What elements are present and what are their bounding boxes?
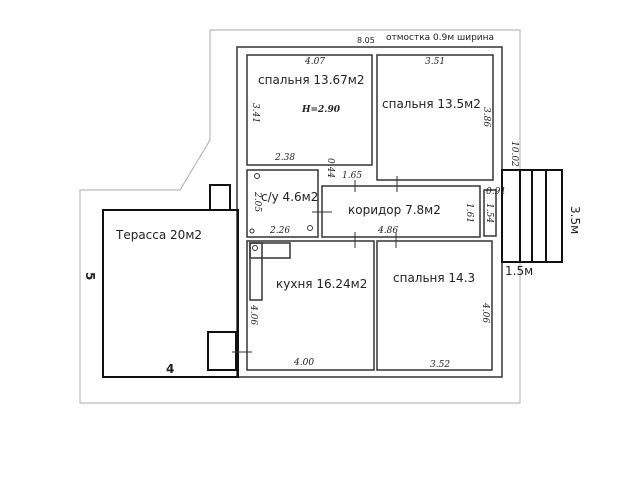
porch-width: 1.5м — [505, 264, 534, 278]
dim-b1-h: 3.41 — [250, 103, 260, 124]
porch-length: 3.5м — [568, 206, 582, 235]
room-small — [483, 189, 497, 237]
room-label-corridor: коридор 7.8м2 — [348, 203, 441, 217]
room-bathroom — [246, 169, 319, 238]
dim-b4-w: 3.52 — [430, 360, 451, 370]
terrace-porch — [102, 169, 563, 378]
dim-su-w: 2.26 — [270, 226, 291, 236]
room-bedroom-2 — [376, 54, 494, 181]
dim-corr-w: 4.86 — [378, 226, 399, 236]
room-bedroom-4 — [376, 240, 493, 371]
dim-b1-w: 4.07 — [305, 57, 326, 67]
dim-terrace-w: 4 — [166, 362, 175, 376]
room-label-bathroom: с/у 4.6м2 — [261, 190, 319, 204]
dim-small-h: 1.54 — [484, 203, 494, 224]
room-label-kitchen: кухня 16.24м2 — [276, 277, 368, 291]
dim-terrace-h: 5 — [83, 272, 97, 281]
terrace — [102, 209, 239, 378]
doors — [232, 176, 398, 353]
dim-corr-a: 1.65 — [342, 171, 363, 181]
dim-su-top: 2.38 — [275, 153, 296, 163]
otmostka-outline — [79, 29, 521, 404]
kitchen-counter-side — [249, 242, 263, 301]
dim-wall: 0.44 — [325, 158, 335, 179]
dim-k-w: 4.00 — [294, 358, 315, 368]
dim-k-h: 4.06 — [248, 305, 258, 326]
room-label-bedroom-1: спальня 13.67м2 — [258, 73, 365, 87]
room-kitchen — [246, 240, 375, 371]
dim-b4-h: 4.06 — [480, 303, 490, 324]
room-bedroom-1 — [246, 54, 373, 166]
otmostka-note: отмостка 0.9м ширина — [386, 33, 495, 43]
dim-corr-h: 1.61 — [464, 203, 474, 224]
dim-small-w: 0.91 — [486, 187, 507, 197]
room-label-bedroom-2: спальня 13.5м2 — [382, 97, 481, 111]
room-label-bedroom-4: спальня 14.3 — [393, 271, 476, 285]
dim-b2-h: 3.86 — [481, 107, 491, 128]
room-label-terrace: Терасса 20м2 — [116, 228, 203, 242]
fixtures — [249, 173, 313, 251]
dim-total-length: 10.02 — [509, 141, 519, 167]
total-width-dim: 8.05 — [357, 36, 375, 45]
dim-b2-w: 3.51 — [425, 57, 446, 67]
ceiling-height: H=2.90 — [302, 105, 340, 115]
dim-su-h: 2.05 — [252, 192, 262, 213]
